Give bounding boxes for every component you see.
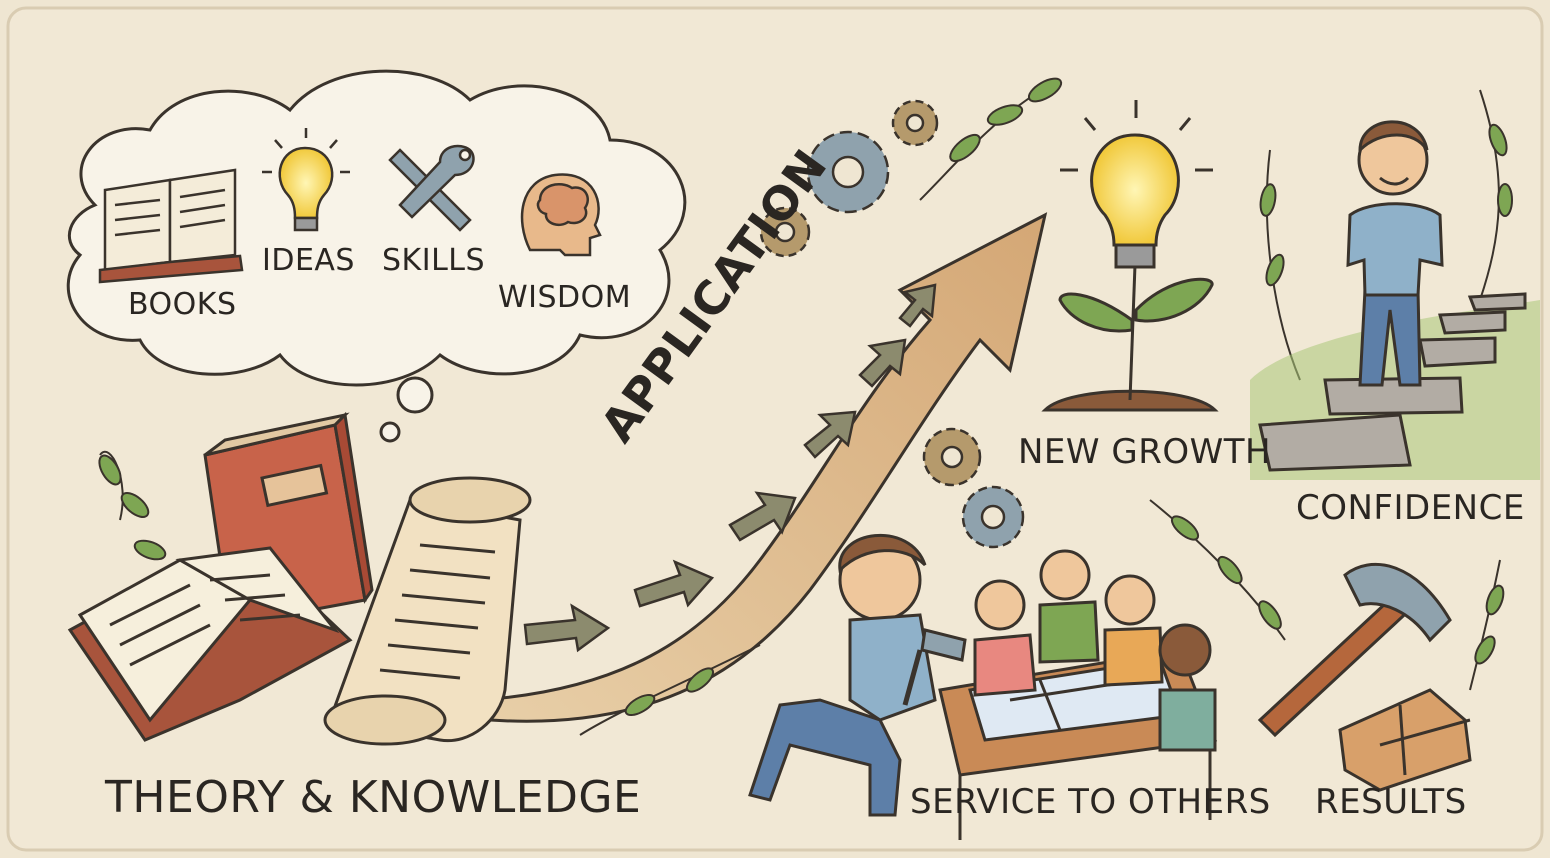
thought-item-skills: SKILLS <box>382 243 486 278</box>
leaf-sprigs <box>98 77 1513 736</box>
thought-bubble-small <box>379 421 401 443</box>
head-brain-icon <box>520 173 602 257</box>
new-growth-label: NEW GROWTH <box>1018 432 1272 472</box>
parchment-scroll <box>323 476 532 746</box>
confidence-label: CONFIDENCE <box>1296 488 1525 528</box>
thought-item-ideas: IDEAS <box>262 243 355 278</box>
gear-icon <box>759 99 1025 549</box>
book-stack <box>67 411 374 742</box>
confident-person <box>1250 120 1540 480</box>
hammer-blocks <box>1257 563 1472 792</box>
thought-cloud <box>66 69 687 443</box>
growth-plant-bulb <box>1041 100 1219 412</box>
lightbulb-icon <box>262 128 350 232</box>
thought-item-books: BOOKS <box>128 287 237 322</box>
thought-bubble-large <box>396 376 434 414</box>
wrench-screwdriver-icon <box>388 144 475 232</box>
service-group <box>748 533 1218 840</box>
results-label: RESULTS <box>1315 782 1467 822</box>
application-arrow <box>477 212 1048 723</box>
open-book-icon <box>98 168 244 284</box>
theory-knowledge-label: THEORY & KNOWLEDGE <box>105 772 642 823</box>
service-label: SERVICE TO OTHERS <box>910 782 1271 822</box>
thought-item-wisdom: WISDOM <box>498 280 632 315</box>
